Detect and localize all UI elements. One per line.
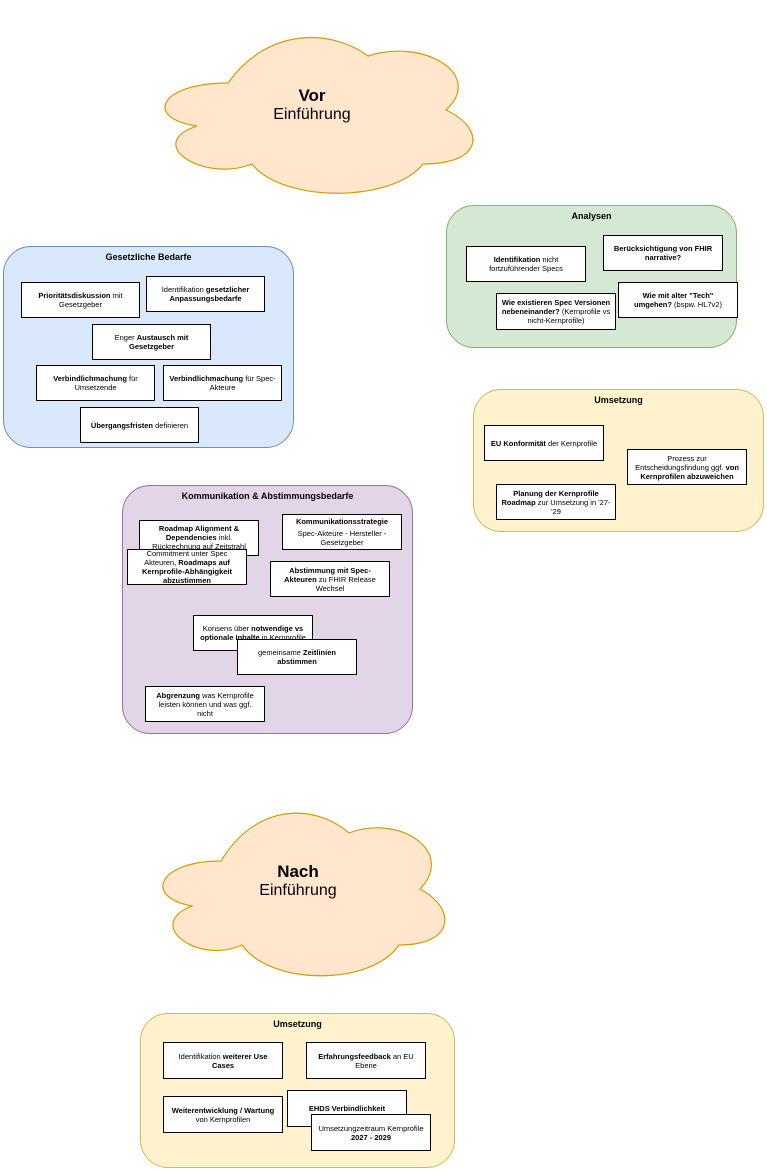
note-text: in Kernprofile bbox=[259, 633, 306, 642]
note-text: nicht fortzuführender Specs bbox=[489, 255, 563, 273]
group-gesetzliche-title: Gesetzliche Bedarfe bbox=[105, 252, 192, 262]
note-text: mit Gesetzgeber bbox=[59, 291, 123, 309]
note-text-bold: notwendige vs optionale Inhalte bbox=[200, 624, 304, 642]
note-text: für Umsetzende bbox=[74, 374, 138, 392]
note-text-bold: Roadmap Alignment & Dependencies bbox=[158, 524, 240, 542]
note-text-bold: Abstimmung mit Spec-Akteuren bbox=[284, 565, 371, 584]
note-text-bold: Austausch mit Gesetzgeber bbox=[128, 333, 189, 351]
note-text-bold: Verbindlichmachung bbox=[53, 374, 127, 383]
note-text: Spec-Akteure - Hersteller - Gesetzgeber bbox=[297, 529, 387, 547]
note-weiterentwicklung-wartung[interactable]: Weiterentwicklung / Wartung von Kernprof… bbox=[163, 1096, 283, 1133]
note-text: Identifikation bbox=[178, 1051, 223, 1061]
note-text-bold: Roadmaps auf Kernprofile-Abhängigkeit ab… bbox=[141, 558, 232, 585]
note-erfahrungsfeedback[interactable]: Erfahrungsfeedback an EU Ebene bbox=[306, 1042, 426, 1079]
cloud-nach-label: Nach Einführung bbox=[218, 862, 378, 900]
note-alte-tech[interactable]: Wie mit alter "Tech" umgehen? (bspw. HL7… bbox=[618, 282, 738, 318]
note-entscheidungsfindung[interactable]: Prozess zur Entscheidungsfindung ggf. vo… bbox=[627, 449, 747, 485]
note-kommunikationsstrategie[interactable]: Kommunikationsstrategie Spec-Akteure - H… bbox=[282, 514, 402, 550]
note-text-bold: Wie mit alter "Tech" umgehen? bbox=[634, 291, 714, 309]
group-umsetzung-vor-title: Umsetzung bbox=[594, 395, 643, 405]
note-text: von Kernprofilen bbox=[195, 1114, 251, 1124]
note-text: definieren bbox=[153, 420, 189, 430]
note-fhir-narrative[interactable]: Berücksichtigung von FHIR narrative? bbox=[603, 235, 723, 271]
note-text-bold: Erfahrungsfeedback bbox=[318, 1051, 391, 1061]
note-text-bold: Identifikation bbox=[493, 255, 541, 264]
note-zeitlinien-abstimmen[interactable]: gemeinsame Zeitlinien abstimmen bbox=[237, 639, 357, 675]
note-text: Umsetzungzeitraum Kernprofile bbox=[318, 1123, 424, 1133]
note-text: Prozess zur Entscheidungsfindung ggf. bbox=[635, 453, 726, 472]
note-commitment-spec-akteure[interactable]: Commitment unter Spec Akteuren, Roadmaps… bbox=[127, 549, 247, 585]
note-text: (Kernprofile vs nicht-Kernprofile) bbox=[527, 307, 611, 325]
note-text: Konsens über bbox=[202, 624, 252, 633]
cloud-vor-einfuehrung bbox=[164, 36, 474, 194]
cloud-vor-subtitle: Einführung bbox=[273, 106, 351, 123]
note-text: der Kernprofile bbox=[545, 438, 598, 448]
note-eu-konformitaet[interactable]: EU Konformität der Kernprofile bbox=[484, 425, 604, 461]
note-abgrenzung[interactable]: Abgrenzung was Kernprofile leisten könne… bbox=[145, 686, 265, 722]
note-text-bold: Wie existieren Spec Versionen nebeneinan… bbox=[501, 298, 611, 316]
note-text: was Kernprofile leisten können und was g… bbox=[158, 690, 254, 718]
group-kommunikation-title: Kommunikation & Abstimmungsbedarfe bbox=[181, 491, 354, 501]
note-abstimmung-fhir-release[interactable]: Abstimmung mit Spec-Akteuren zu FHIR Rel… bbox=[270, 561, 390, 597]
note-text-bold: Prioritätsdiskussion bbox=[38, 291, 111, 300]
cloud-nach-title: Nach bbox=[277, 862, 319, 881]
note-text-bold: EHDS Verbindlichkeit bbox=[308, 1104, 386, 1113]
note-text-bold: Zeitlinien abstimmen bbox=[277, 648, 336, 666]
note-text-bold: Berücksichtigung von FHIR narrative? bbox=[613, 244, 713, 262]
note-text-bold: Abgrenzung bbox=[156, 690, 200, 700]
note-text-bold: EU Konformität bbox=[490, 438, 546, 448]
note-text: Commitment unter Spec Akteuren, bbox=[144, 549, 228, 567]
note-text-bold: weiterer Use Cases bbox=[211, 1051, 268, 1070]
note-planung-roadmap[interactable]: Planung der Kernprofile Roadmap zur Umse… bbox=[496, 484, 616, 520]
group-umsetzung-nach-title: Umsetzung bbox=[273, 1019, 322, 1029]
note-weitere-use-cases[interactable]: Identifikation weiterer Use Cases bbox=[163, 1042, 283, 1079]
note-austausch-gesetzgeber[interactable]: Enger Austausch mit Gesetzgeber bbox=[92, 324, 211, 360]
note-text: Identifikation bbox=[161, 285, 206, 294]
note-text: an EU Ebene bbox=[355, 1051, 414, 1070]
cloud-vor-label: Vor Einführung bbox=[232, 86, 392, 124]
note-prioritaetsdiskussion[interactable]: Prioritätsdiskussion mit Gesetzgeber bbox=[21, 282, 140, 318]
cloud-nach-subtitle: Einführung bbox=[259, 882, 337, 899]
note-text: für Spec-Akteure bbox=[209, 374, 276, 392]
note-text: inkl. Rückrechnung auf Zeitstrahl bbox=[152, 533, 246, 551]
note-spec-versionen[interactable]: Wie existieren Spec Versionen nebeneinan… bbox=[496, 293, 616, 330]
note-text: Enger bbox=[114, 333, 137, 342]
group-analysen-title: Analysen bbox=[571, 211, 612, 221]
note-text: zu FHIR Release Wechsel bbox=[315, 574, 376, 593]
note-identifikation-specs[interactable]: Identifikation nicht fortzuführender Spe… bbox=[466, 246, 586, 282]
note-verbindlichmachung-umsetzende[interactable]: Verbindlichmachung für Umsetzende bbox=[36, 365, 155, 401]
note-text-bold: Weiterentwicklung / Wartung bbox=[171, 1105, 275, 1115]
note-text-bold: gesetzlicher Anpassungsbedarfe bbox=[169, 285, 250, 303]
note-text-bold: Planung der Kernprofile Roadmap bbox=[501, 488, 599, 507]
note-verbindlichmachung-spec-akteure[interactable]: Verbindlichmachung für Spec-Akteure bbox=[163, 365, 282, 401]
cloud-vor-title: Vor bbox=[298, 86, 326, 105]
note-gesetzliche-anpassungsbedarfe[interactable]: Identifikation gesetzlicher Anpassungsbe… bbox=[146, 276, 265, 312]
note-uebergangsfristen[interactable]: Übergangsfristen definieren bbox=[80, 407, 199, 443]
note-umsetzungszeitraum[interactable]: Umsetzungzeitraum Kernprofile 2027 - 202… bbox=[311, 1114, 431, 1151]
note-text: gemeinsame bbox=[258, 648, 304, 657]
note-text-bold: Verbindlichmachung bbox=[169, 374, 244, 383]
note-text-bold: Übergangsfristen bbox=[90, 420, 154, 430]
note-text: zur Umsetzung in '27-'29 bbox=[535, 497, 611, 516]
note-text-bold: Kommunikationsstrategie bbox=[295, 517, 389, 526]
note-text-bold: 2027 - 2029 bbox=[350, 1132, 392, 1142]
note-text-bold: von Kernprofilen abzuweichen bbox=[640, 462, 739, 481]
note-text: (bspw. HL7v2) bbox=[671, 300, 722, 309]
cloud-nach-einfuehrung bbox=[162, 812, 446, 977]
